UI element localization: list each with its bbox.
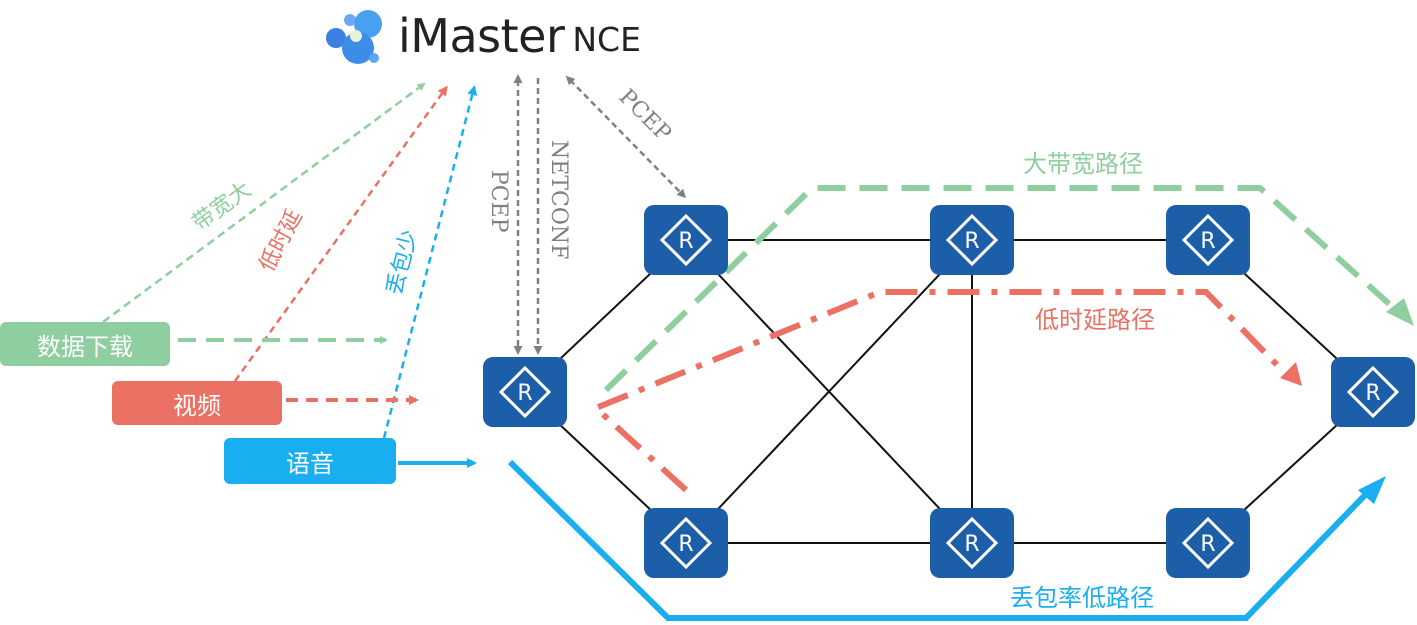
logo-icon [326, 10, 382, 64]
router-bottom-3: R [1166, 508, 1250, 578]
router-ingress: R [483, 357, 567, 427]
router-label: R [964, 229, 979, 254]
loss-arrow [382, 85, 478, 439]
router-egress: R [1331, 357, 1415, 427]
bandwidth-path-arrowhead [1386, 298, 1414, 326]
pcep-left-label: PCEP [486, 170, 511, 233]
video-label: 视频 [173, 391, 221, 420]
router-bottom-2: R [930, 508, 1014, 578]
voice-label: 语音 [286, 449, 334, 478]
latency-path-arrowhead [1280, 362, 1302, 386]
router-top-1: R [644, 205, 728, 275]
latency-path-label: 低时延路径 [1035, 306, 1155, 334]
data-download-source: 数据下载 [0, 322, 170, 366]
loss-path-arrowhead [1358, 476, 1386, 504]
latency-path [590, 289, 1285, 493]
router-label: R [1200, 532, 1215, 557]
logo-main-text: iMaster [398, 9, 565, 63]
router-bottom-1: R [644, 508, 728, 578]
bandwidth-path [603, 185, 1399, 393]
voice-source: 语音 [224, 438, 396, 484]
loss-label: 丢包少 [383, 227, 423, 297]
bandwidth-arrow [102, 82, 426, 324]
router-top-2: R [930, 205, 1014, 275]
bandwidth-path-label: 大带宽路径 [1023, 150, 1143, 178]
router-label: R [517, 381, 532, 406]
latency-arrow [233, 85, 448, 382]
router-top-3: R [1166, 205, 1250, 275]
pcep-right-label: PCEP [614, 85, 676, 147]
router-label: R [678, 229, 693, 254]
pcep-right-arrow [565, 75, 687, 199]
network-links [524, 239, 1374, 544]
bandwidth-label: 带宽大 [188, 177, 256, 236]
imaster-nce-logo: iMaster NCE [318, 0, 641, 72]
logo-sub-text: NCE [572, 19, 641, 59]
data-download-label: 数据下载 [37, 332, 133, 361]
latency-label: 低时延 [255, 206, 308, 276]
netconf-label: NETCONF [546, 140, 571, 259]
video-source: 视频 [112, 381, 282, 425]
router-label: R [1365, 381, 1380, 406]
router-label: R [1200, 229, 1215, 254]
router-label: R [678, 532, 693, 557]
loss-path [507, 459, 1371, 621]
router-label: R [964, 532, 979, 557]
loss-path-label: 丢包率低路径 [1010, 584, 1154, 612]
